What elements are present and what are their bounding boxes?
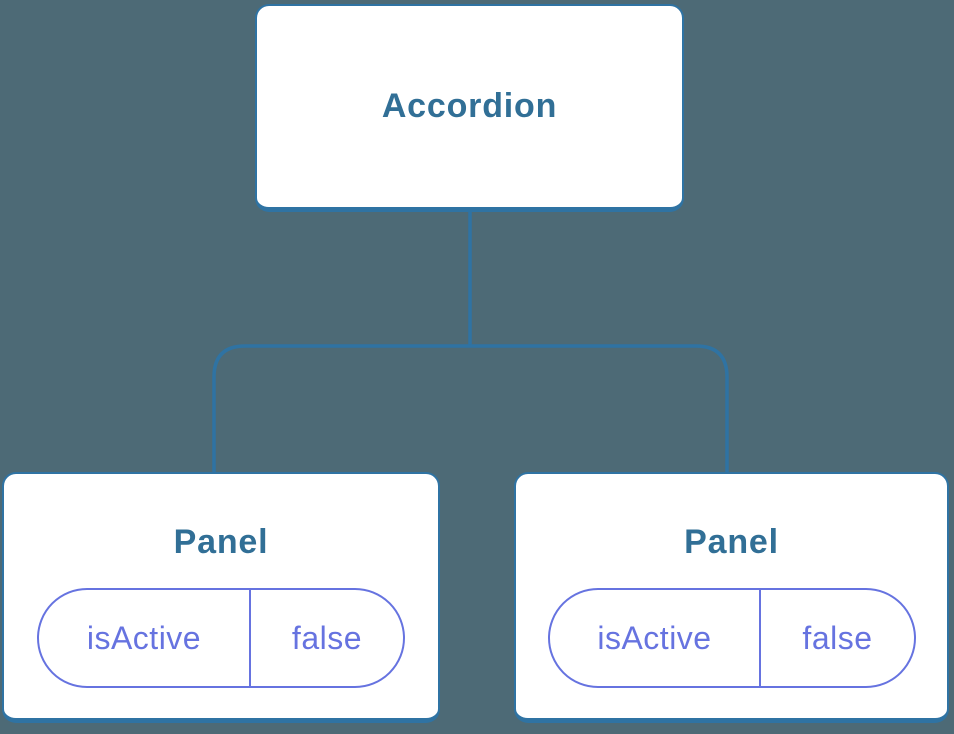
state-key: isActive bbox=[597, 619, 712, 656]
root-component-label: Accordion bbox=[381, 87, 558, 125]
state-key: isActive bbox=[86, 619, 202, 656]
state-pill: isActive false bbox=[547, 588, 916, 688]
state-value: false bbox=[759, 590, 913, 686]
branch-bracket-line bbox=[212, 344, 729, 472]
child-component-node-left: Panel isActive false bbox=[2, 472, 440, 723]
child-component-label: Panel bbox=[173, 523, 269, 561]
state-value: false bbox=[248, 590, 403, 686]
state-pill: isActive false bbox=[37, 588, 405, 688]
root-component-node: Accordion bbox=[255, 4, 684, 212]
child-component-label: Panel bbox=[684, 523, 779, 561]
child-component-node-right: Panel isActive false bbox=[514, 472, 949, 723]
